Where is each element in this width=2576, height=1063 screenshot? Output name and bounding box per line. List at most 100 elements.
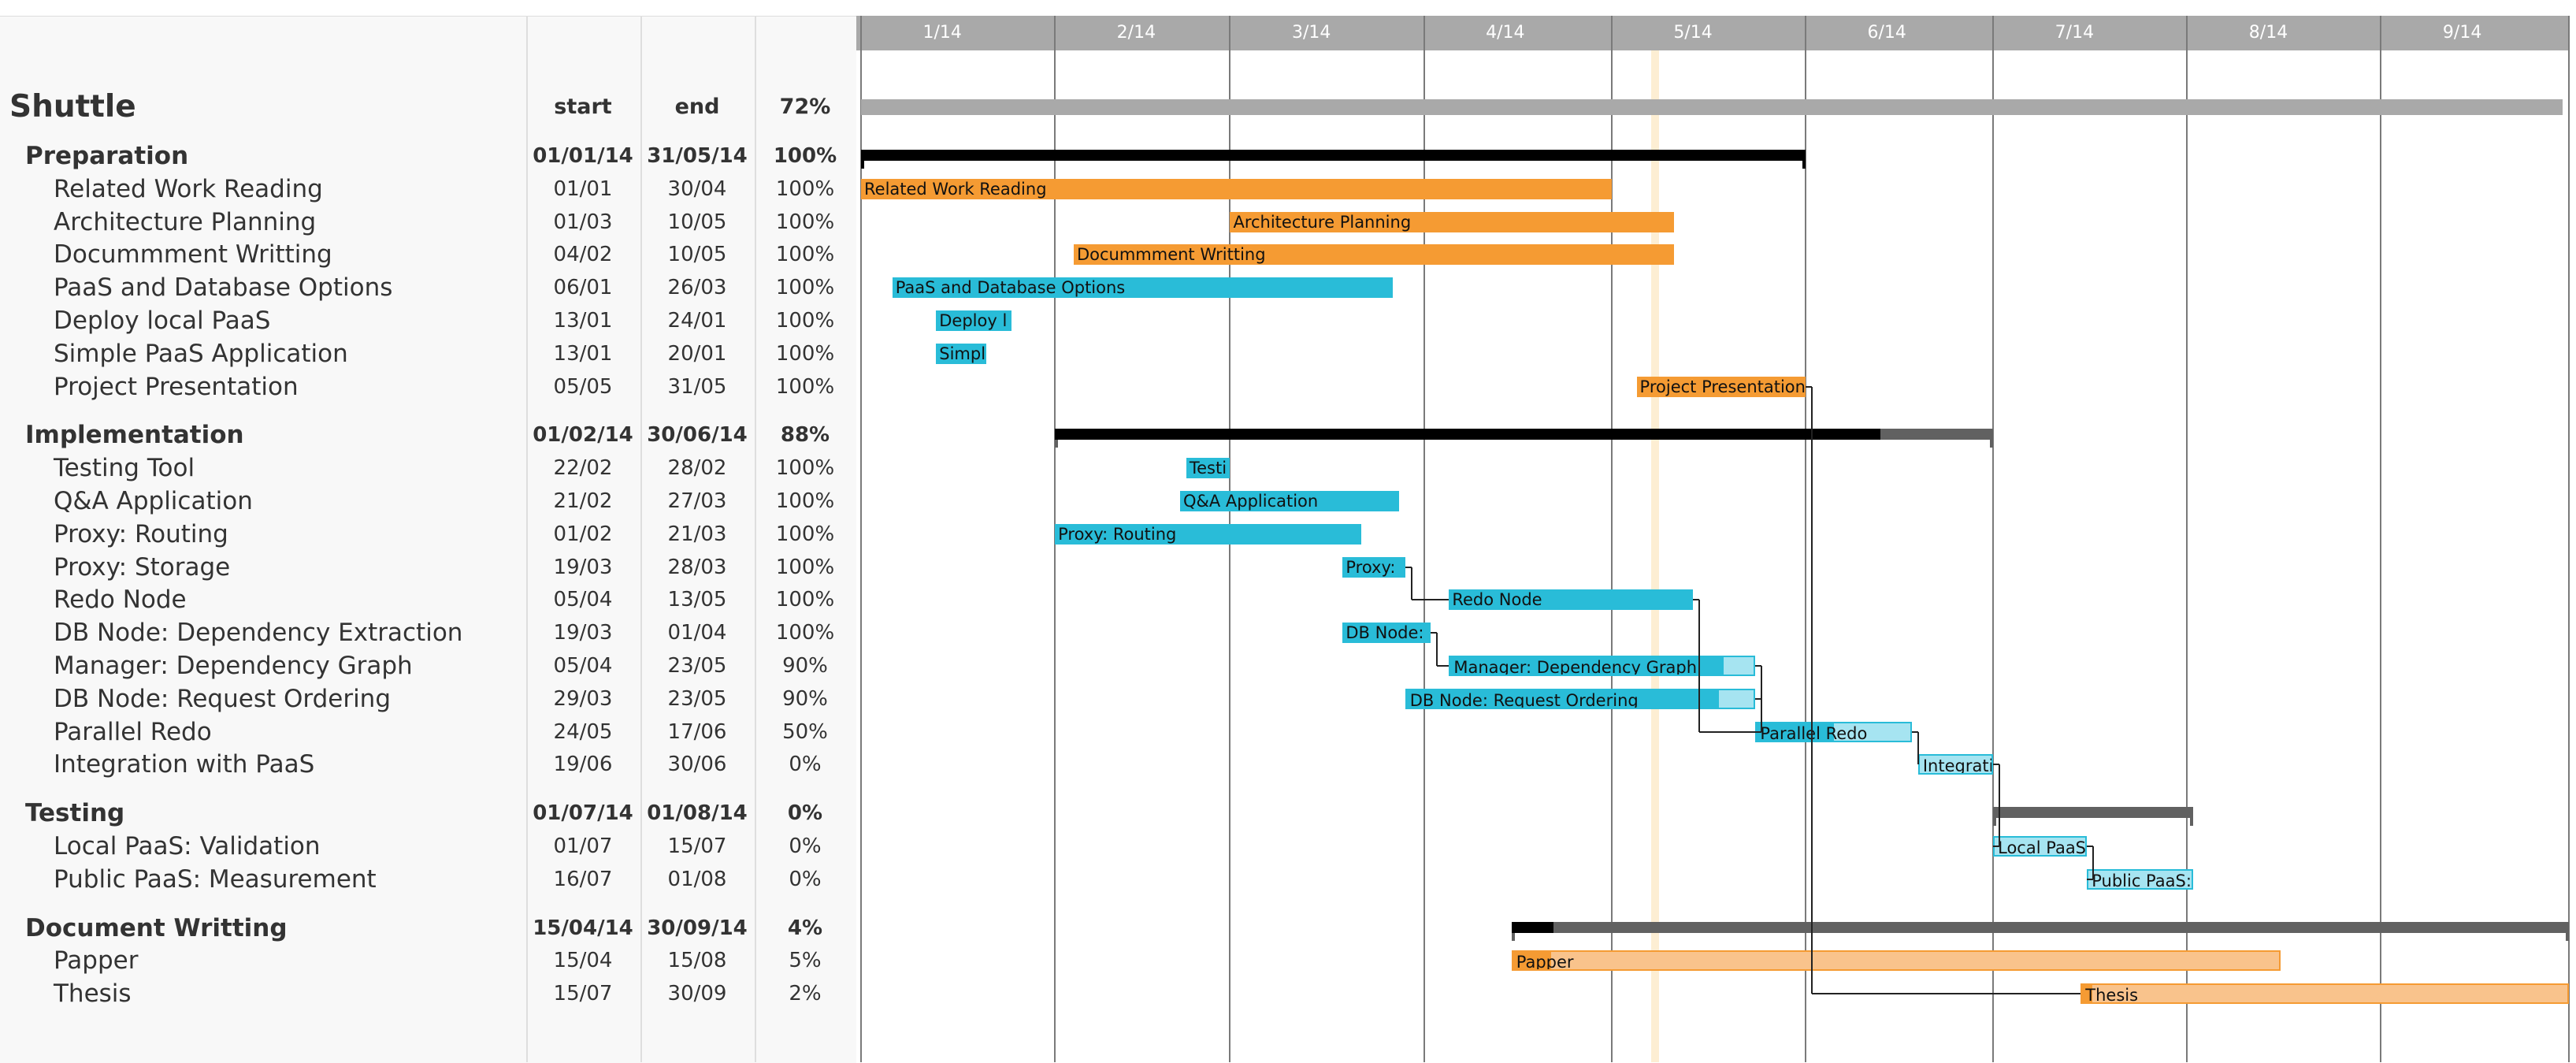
- task-bar-label: Local PaaS:: [1998, 838, 2087, 857]
- task-name: Testing Tool: [54, 452, 195, 484]
- task-end-date: 13/05: [640, 584, 754, 615]
- group-summary-bar: [1055, 429, 1993, 440]
- task-bar[interactable]: PaaS and Database Options: [893, 277, 1393, 298]
- task-bar-label: Redo Node: [1452, 589, 1542, 610]
- task-bar-label: Integrati: [1923, 756, 1993, 775]
- month-gridline: [2568, 16, 2570, 1062]
- task-bar[interactable]: Papper: [1512, 950, 2281, 971]
- project-percent: 72%: [755, 91, 856, 123]
- task-percent: 90%: [755, 683, 856, 715]
- task-percent: 100%: [755, 173, 856, 205]
- dependency-connector: [1999, 764, 2000, 846]
- project-name: Shuttle: [9, 91, 136, 123]
- task-bar[interactable]: Proxy: Routing: [1055, 524, 1361, 545]
- task-bar[interactable]: Docummment Writting: [1074, 244, 1674, 265]
- task-percent: 90%: [755, 650, 856, 682]
- task-start-date: 13/01: [526, 338, 640, 370]
- task-name: Proxy: Routing: [54, 518, 228, 550]
- group-percent: 0%: [755, 797, 856, 829]
- dependency-connector: [2092, 846, 2094, 879]
- task-end-date: 28/02: [640, 452, 754, 484]
- task-bar[interactable]: Manager: Dependency Graph: [1449, 656, 1755, 676]
- task-start-date: 01/01: [526, 173, 640, 205]
- task-bar[interactable]: Related Work Reading: [861, 179, 1612, 199]
- task-percent: 100%: [755, 617, 856, 649]
- group-name: Implementation: [25, 419, 244, 451]
- group-end-date: 01/08/14: [640, 797, 754, 829]
- summary-tick: [1802, 161, 1806, 169]
- task-bar-label: Thesis: [2085, 985, 2138, 1004]
- dependency-connector: [1412, 599, 1449, 600]
- month-label: 4/14: [1458, 16, 1553, 50]
- group-summary-bar: [1512, 922, 2569, 933]
- task-name: Public PaaS: Measurement: [54, 864, 377, 895]
- month-label: 3/14: [1264, 16, 1359, 50]
- task-end-date: 23/05: [640, 683, 754, 715]
- month-gridline: [2186, 16, 2188, 1062]
- task-name: PaaS and Database Options: [54, 272, 392, 303]
- task-start-date: 01/07: [526, 831, 640, 862]
- task-bar[interactable]: Thesis: [2080, 983, 2568, 1004]
- group-name: Document Writting: [25, 912, 288, 944]
- group-end-date: 30/06/14: [640, 419, 754, 451]
- project-end-date: end: [640, 91, 754, 123]
- task-name: DB Node: Request Ordering: [54, 683, 391, 715]
- dependency-connector: [1437, 665, 1449, 667]
- month-label: 9/14: [2415, 16, 2510, 50]
- task-bar-label: Proxy: Routing: [1058, 524, 1176, 545]
- task-bar[interactable]: Parallel Redo: [1755, 722, 1912, 742]
- summary-tick: [2566, 933, 2569, 941]
- task-bar[interactable]: Project Presentation: [1637, 377, 1806, 397]
- task-percent: 100%: [755, 552, 856, 583]
- task-bar[interactable]: Architecture Planning: [1230, 212, 1674, 232]
- task-start-date: 05/04: [526, 650, 640, 682]
- task-percent: 100%: [755, 338, 856, 370]
- task-bar[interactable]: Public PaaS:: [2087, 869, 2193, 890]
- task-percent: 100%: [755, 452, 856, 484]
- month-label: 5/14: [1646, 16, 1740, 50]
- task-start-date: 16/07: [526, 864, 640, 895]
- task-end-date: 26/03: [640, 272, 754, 303]
- group-name: Preparation: [25, 140, 188, 172]
- task-bar[interactable]: Simpl: [936, 344, 986, 364]
- task-end-date: 30/04: [640, 173, 754, 205]
- dependency-connector: [1755, 731, 1761, 733]
- task-name: Manager: Dependency Graph: [54, 650, 413, 682]
- group-percent: 4%: [755, 912, 856, 944]
- task-bar[interactable]: Proxy:: [1342, 557, 1405, 578]
- task-bar-label: Docummment Writting: [1077, 244, 1266, 265]
- task-bar[interactable]: Deploy l: [936, 310, 1011, 331]
- task-start-date: 06/01: [526, 272, 640, 303]
- group-start-date: 01/07/14: [526, 797, 640, 829]
- task-bar[interactable]: Integrati: [1918, 754, 1993, 775]
- task-end-date: 20/01: [640, 338, 754, 370]
- task-bar[interactable]: Local PaaS:: [1993, 836, 2087, 857]
- task-end-date: 21/03: [640, 518, 754, 550]
- task-bar-label: Q&A Application: [1183, 491, 1318, 511]
- task-start-date: 05/05: [526, 371, 640, 403]
- task-bar[interactable]: Testi: [1186, 458, 1230, 478]
- task-bar[interactable]: DB Node: Request Ordering: [1405, 689, 1756, 709]
- task-bar[interactable]: Redo Node: [1449, 589, 1693, 610]
- group-name: Testing: [25, 797, 124, 829]
- task-percent: 100%: [755, 272, 856, 303]
- task-bar[interactable]: DB Node:: [1342, 623, 1430, 643]
- task-end-date: 31/05: [640, 371, 754, 403]
- group-end-date: 30/09/14: [640, 912, 754, 944]
- task-end-date: 27/03: [640, 485, 754, 517]
- task-bar[interactable]: Q&A Application: [1180, 491, 1399, 511]
- task-start-date: 19/03: [526, 617, 640, 649]
